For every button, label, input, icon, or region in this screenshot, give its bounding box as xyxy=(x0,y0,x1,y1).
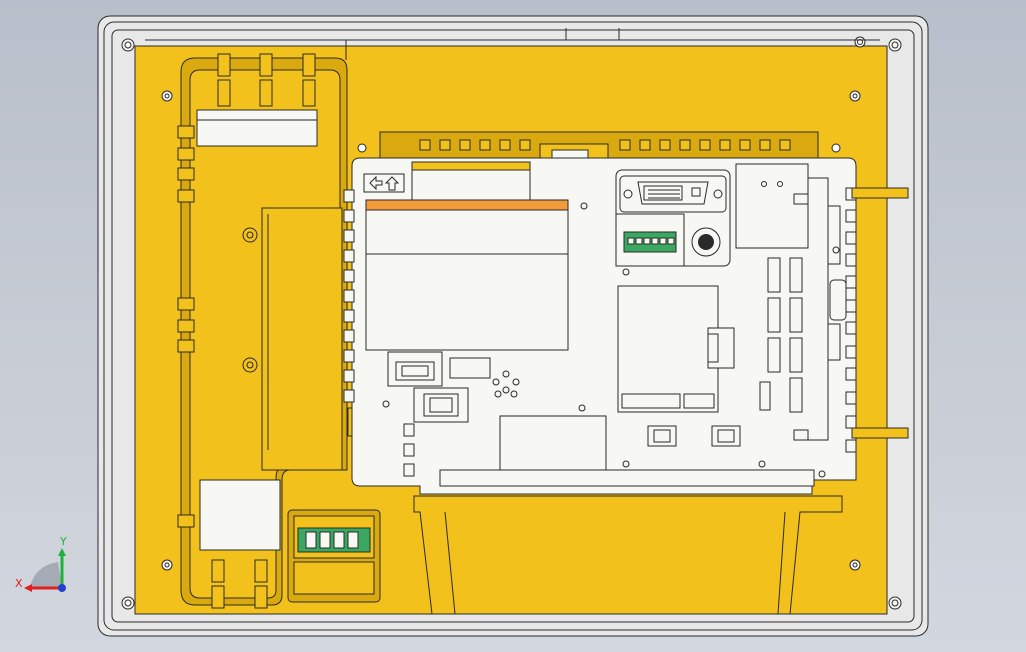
slot-grid xyxy=(759,257,803,413)
triad-x-label: X xyxy=(15,577,23,590)
battery-cover xyxy=(261,207,343,471)
power-connector xyxy=(287,509,381,603)
usb-port-group xyxy=(387,351,491,387)
top-edge-details xyxy=(145,28,880,60)
product-label xyxy=(365,199,569,351)
left-housing-clips xyxy=(177,53,316,609)
speaker-holes xyxy=(492,370,520,398)
screw-top-right xyxy=(888,38,902,52)
card-slot xyxy=(499,415,607,471)
lower-left-block xyxy=(199,479,281,551)
triad-shadow xyxy=(30,562,62,588)
mounting-holes xyxy=(161,90,861,571)
module-screws xyxy=(382,202,840,478)
bottom-stand xyxy=(413,495,843,615)
coordinate-triad: X Y xyxy=(15,535,67,592)
usb-port-mini xyxy=(449,357,491,379)
corner-screws xyxy=(121,36,902,610)
left-label xyxy=(196,109,318,147)
memory-cover xyxy=(617,285,719,413)
triad-origin xyxy=(58,584,66,592)
screw-top-left xyxy=(121,38,135,52)
side-rails xyxy=(851,187,909,439)
screw-bottom-left xyxy=(121,596,135,610)
left-housing xyxy=(177,53,348,609)
io-module xyxy=(343,157,857,495)
screw-bottom-right xyxy=(888,596,902,610)
screw-top-mid xyxy=(854,36,866,48)
bottom-clips xyxy=(647,425,741,447)
triad-y-label: Y xyxy=(59,535,67,548)
right-rail xyxy=(793,177,847,441)
right-upper-box xyxy=(735,163,809,249)
